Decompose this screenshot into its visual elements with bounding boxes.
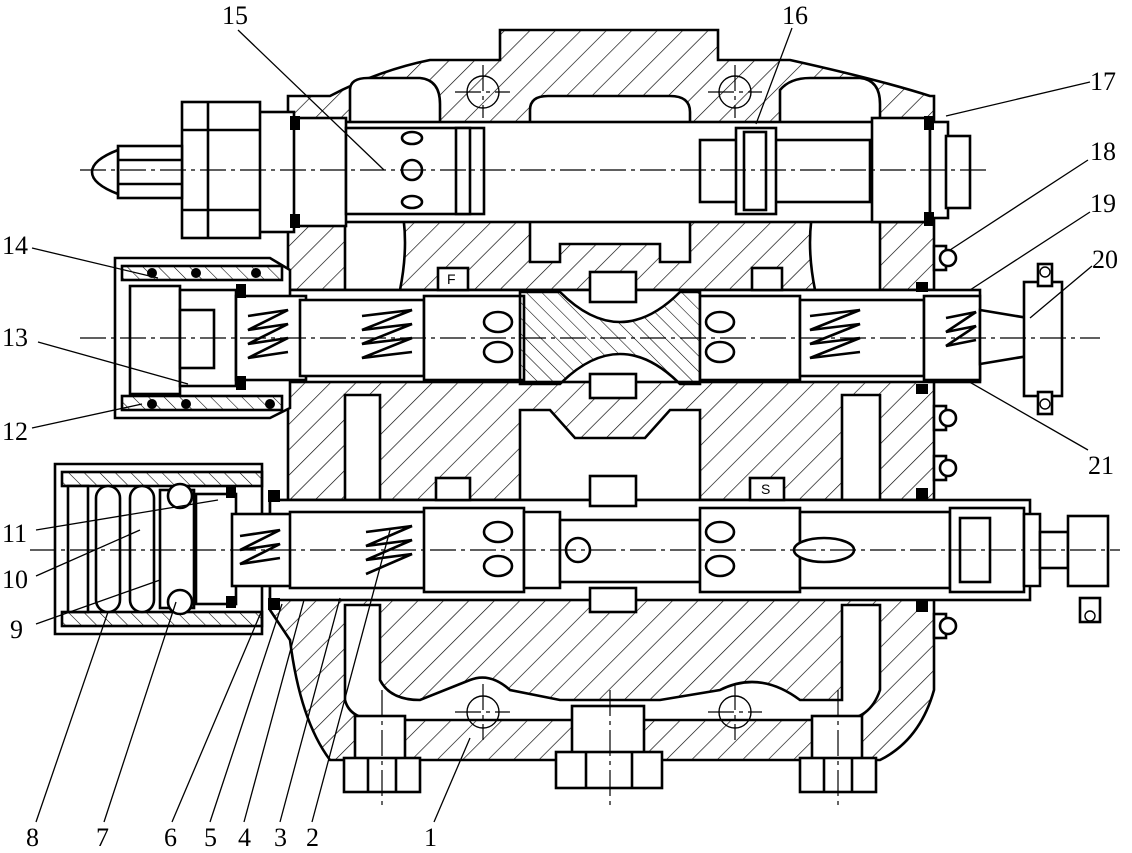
callout-21: 21 <box>1088 451 1114 480</box>
callout-5: 5 <box>204 823 217 852</box>
callout-9: 9 <box>10 615 23 644</box>
upper-spool: F <box>80 256 1100 420</box>
top-bore <box>80 65 990 240</box>
callout-19: 19 <box>1090 189 1116 218</box>
callout-10: 10 <box>2 565 28 594</box>
callout-13: 13 <box>2 323 28 352</box>
callout-6: 6 <box>164 823 177 852</box>
valve-mark-s: S <box>761 481 770 497</box>
callout-11: 11 <box>2 519 27 548</box>
callout-17: 17 <box>1090 67 1116 96</box>
callout-16: 16 <box>782 1 808 30</box>
callout-15: 15 <box>222 1 248 30</box>
fasteners <box>342 244 958 805</box>
callout-7: 7 <box>96 823 109 852</box>
callout-2: 2 <box>306 823 319 852</box>
callout-3: 3 <box>274 823 287 852</box>
callout-8: 8 <box>26 823 39 852</box>
valve-mark-f: F <box>447 271 456 287</box>
callout-18: 18 <box>1090 137 1116 166</box>
callout-4: 4 <box>238 823 251 852</box>
callout-14: 14 <box>2 231 28 260</box>
callout-1: 1 <box>424 823 437 852</box>
leader-lines <box>31 27 1093 823</box>
callout-12: 12 <box>2 417 28 446</box>
callout-20: 20 <box>1092 245 1118 274</box>
